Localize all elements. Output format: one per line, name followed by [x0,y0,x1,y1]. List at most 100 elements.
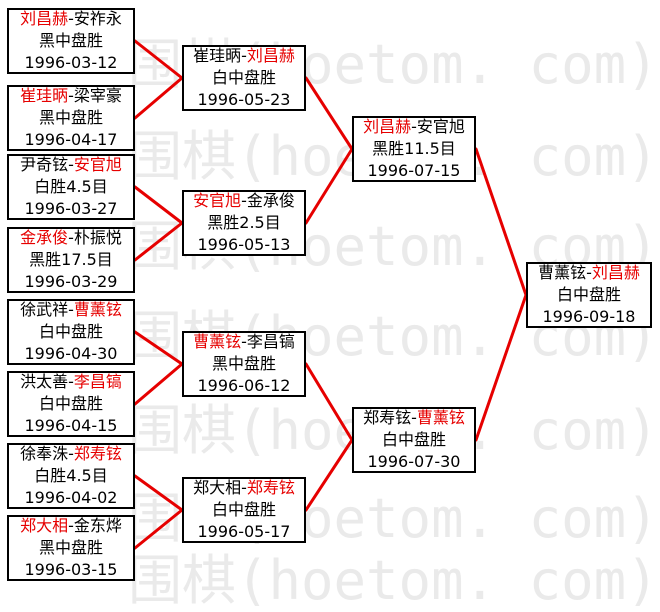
match-result: 白中盘胜 [38,394,103,413]
connector-lines [133,39,528,550]
match-players: 金承俊-朴振悦 [9,227,133,249]
match-date: 1996-07-15 [367,161,461,180]
match-box[interactable]: 洪太善-李昌镐 白中盘胜 1996-04-15 [7,371,135,437]
match-result: 黑胜11.5目 [372,139,456,158]
match-result: 白中盘胜 [38,322,103,341]
player-right: 梁宰豪 [73,86,122,105]
match-result: 白中盘胜 [556,285,621,304]
match-result: 白胜4.5目 [34,177,108,196]
match-players: 郑寿铉-曹薰铉 [354,407,474,429]
watermark-text: 围棋(hoetom. com) [128,0,659,2]
match-players: 刘昌赫-安官旭 [354,116,474,138]
player-right: 曹薰铉 [73,300,122,319]
match-players: 洪太善-李昌镐 [9,371,133,393]
dash: - [68,86,74,105]
player-right: 安官旭 [73,155,122,174]
dash: - [411,117,417,136]
match-players: 尹奇铉-安官旭 [9,154,133,176]
player-right: 郑寿铉 [246,478,295,497]
match-result: 白中盘胜 [211,68,276,87]
match-date: 1996-04-30 [24,344,118,363]
match-box[interactable]: 郑寿铉-曹薰铉 白中盘胜 1996-07-30 [352,407,476,473]
dash: - [68,9,74,28]
match-result: 黑胜17.5目 [29,250,113,269]
player-left: 郑寿铉 [363,408,412,427]
dash: - [68,228,74,247]
match-result: 黑中盘胜 [38,31,103,50]
match-box[interactable]: 金承俊-朴振悦 黑胜17.5目 1996-03-29 [7,227,135,293]
player-left: 徐武祥 [20,300,69,319]
match-box[interactable]: 郑大相-金东烨 黑中盘胜 1996-03-15 [7,515,135,581]
match-players: 郑大相-金东烨 [9,515,133,537]
dash: - [241,478,247,497]
match-result: 黑中盘胜 [38,108,103,127]
player-right: 郑寿铉 [73,444,122,463]
player-left: 崔珪昞 [20,86,69,105]
match-date: 1996-04-15 [24,416,118,435]
match-date: 1996-05-23 [197,90,291,109]
player-left: 郑大相 [193,478,242,497]
match-date: 1996-09-18 [542,307,636,326]
dash: - [68,300,74,319]
player-left: 郑大相 [20,516,69,535]
dash: - [68,155,74,174]
match-box[interactable]: 尹奇铉-安官旭 白胜4.5目 1996-03-27 [7,154,135,220]
dash: - [241,46,247,65]
dash: - [68,372,74,391]
player-right: 朴振悦 [73,228,122,247]
match-result: 白中盘胜 [381,430,446,449]
match-result: 白胜4.5目 [34,466,108,485]
dash: - [68,444,74,463]
match-players: 崔珪昞-梁宰豪 [9,85,133,107]
dash: - [241,191,247,210]
bracket-diagram: 围棋(hoetom. com) 围棋(hoetom. com) 围棋(hoeto… [7,0,659,610]
dash: - [241,332,247,351]
player-left: 尹奇铉 [20,155,69,174]
match-result: 黑中盘胜 [211,354,276,373]
match-date: 1996-03-27 [24,199,118,218]
player-right: 安祚永 [73,9,122,28]
dash: - [586,263,592,282]
player-right: 刘昌赫 [246,46,295,65]
match-box[interactable]: 郑大相-郑寿铉 白中盘胜 1996-05-17 [182,477,306,543]
match-box[interactable]: 曹薰铉-李昌镐 黑中盘胜 1996-06-12 [182,331,306,397]
player-right: 曹薰铉 [416,408,465,427]
match-date: 1996-04-17 [24,130,118,149]
match-players: 曹薰铉-李昌镐 [184,331,304,353]
match-date: 1996-05-13 [197,235,291,254]
dash: - [68,516,74,535]
match-date: 1996-04-02 [24,488,118,507]
match-box[interactable]: 刘昌赫-安祚永 黑中盘胜 1996-03-12 [7,8,135,74]
match-date: 1996-03-15 [24,560,118,579]
player-right: 李昌镐 [73,372,122,391]
match-box[interactable]: 刘昌赫-安官旭 黑胜11.5目 1996-07-15 [352,116,476,182]
player-right: 金东烨 [73,516,122,535]
match-date: 1996-03-12 [24,53,118,72]
match-box[interactable]: 崔珪昞-梁宰豪 黑中盘胜 1996-04-17 [7,85,135,151]
player-right: 金承俊 [246,191,295,210]
player-left: 曹薰铉 [538,263,587,282]
match-players: 曹薰铉-刘昌赫 [528,262,650,284]
dash: - [411,408,417,427]
match-date: 1996-03-29 [24,272,118,291]
match-date: 1996-06-12 [197,376,291,395]
player-right: 刘昌赫 [591,263,640,282]
player-left: 安官旭 [193,191,242,210]
player-left: 曹薰铉 [193,332,242,351]
match-box[interactable]: 徐奉洙-郑寿铉 白胜4.5目 1996-04-02 [7,443,135,509]
match-box[interactable]: 安官旭-金承俊 黑胜2.5目 1996-05-13 [182,190,306,256]
match-box[interactable]: 徐武祥-曹薰铉 白中盘胜 1996-04-30 [7,299,135,365]
match-box[interactable]: 曹薰铉-刘昌赫 白中盘胜 1996-09-18 [526,262,652,328]
player-left: 刘昌赫 [363,117,412,136]
match-result: 白中盘胜 [211,500,276,519]
player-left: 刘昌赫 [20,9,69,28]
match-players: 郑大相-郑寿铉 [184,477,304,499]
match-players: 徐奉洙-郑寿铉 [9,443,133,465]
player-right: 安官旭 [416,117,465,136]
match-date: 1996-05-17 [197,522,291,541]
match-players: 安官旭-金承俊 [184,190,304,212]
player-left: 徐奉洙 [20,444,69,463]
match-box[interactable]: 崔珪昞-刘昌赫 白中盘胜 1996-05-23 [182,45,306,111]
match-players: 徐武祥-曹薰铉 [9,299,133,321]
match-result: 黑胜2.5目 [207,213,281,232]
